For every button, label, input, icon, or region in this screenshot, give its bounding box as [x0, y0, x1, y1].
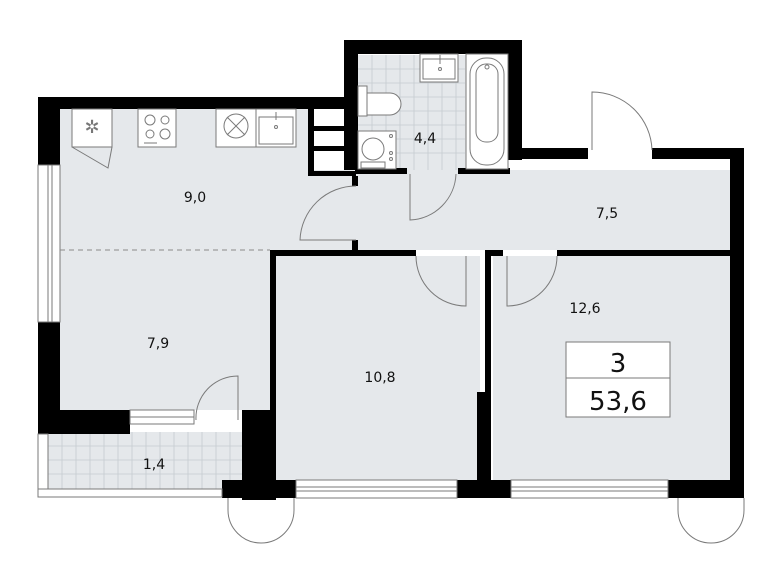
total-area: 53,6 — [589, 387, 647, 417]
area-labels: 9,0 4,4 7,5 7,9 10,8 12,6 1,4 — [143, 131, 618, 473]
area-label-living: 7,9 — [147, 336, 169, 352]
kitchen-fixtures: ✲ — [71, 108, 297, 169]
french-door-right — [677, 498, 745, 544]
area-label-bathroom: 4,4 — [414, 131, 436, 147]
washing-machine-icon — [357, 130, 397, 170]
entrance-door[interactable] — [591, 91, 653, 151]
balcony-glazing — [37, 488, 223, 498]
balcony-tiles — [48, 432, 243, 489]
french-door-left — [227, 498, 295, 544]
bathroom-fixtures — [357, 53, 509, 170]
balcony-floor — [48, 432, 243, 489]
room-count: 3 — [610, 349, 627, 379]
area-label-kitchen: 9,0 — [184, 190, 206, 206]
area-label-balcony: 1,4 — [143, 457, 165, 473]
hallway-floor — [358, 170, 730, 250]
area-label-hallway: 7,5 — [596, 206, 618, 222]
oven-icon — [215, 108, 257, 148]
cooktop-icon — [137, 108, 177, 148]
washbasin-icon — [419, 53, 459, 83]
area-label-bedroom-1: 10,8 — [364, 370, 395, 386]
windows — [37, 164, 669, 499]
bedroom-2-door[interactable] — [506, 255, 558, 307]
bedroom-1-door[interactable] — [415, 255, 467, 307]
doors — [195, 91, 745, 544]
window-bedroom-2 — [510, 479, 669, 499]
balcony-door[interactable] — [195, 375, 239, 421]
walls — [38, 40, 744, 500]
toilet-icon — [357, 85, 402, 117]
bathroom-door[interactable] — [409, 173, 457, 221]
kitchen-door[interactable] — [299, 185, 357, 241]
kitchen-living-floor — [60, 108, 310, 410]
sink-icon — [255, 108, 297, 148]
window-kitchen-left — [37, 164, 61, 323]
svg-text:✲: ✲ — [84, 117, 99, 138]
window-bedroom-1 — [295, 479, 458, 499]
bathtub-icon — [465, 53, 509, 170]
area-label-bedroom-2: 12,6 — [569, 301, 600, 317]
bedroom-1-floor — [275, 256, 480, 481]
fridge-icon: ✲ — [71, 108, 113, 169]
summary-badge: 3 53,6 — [565, 341, 671, 418]
